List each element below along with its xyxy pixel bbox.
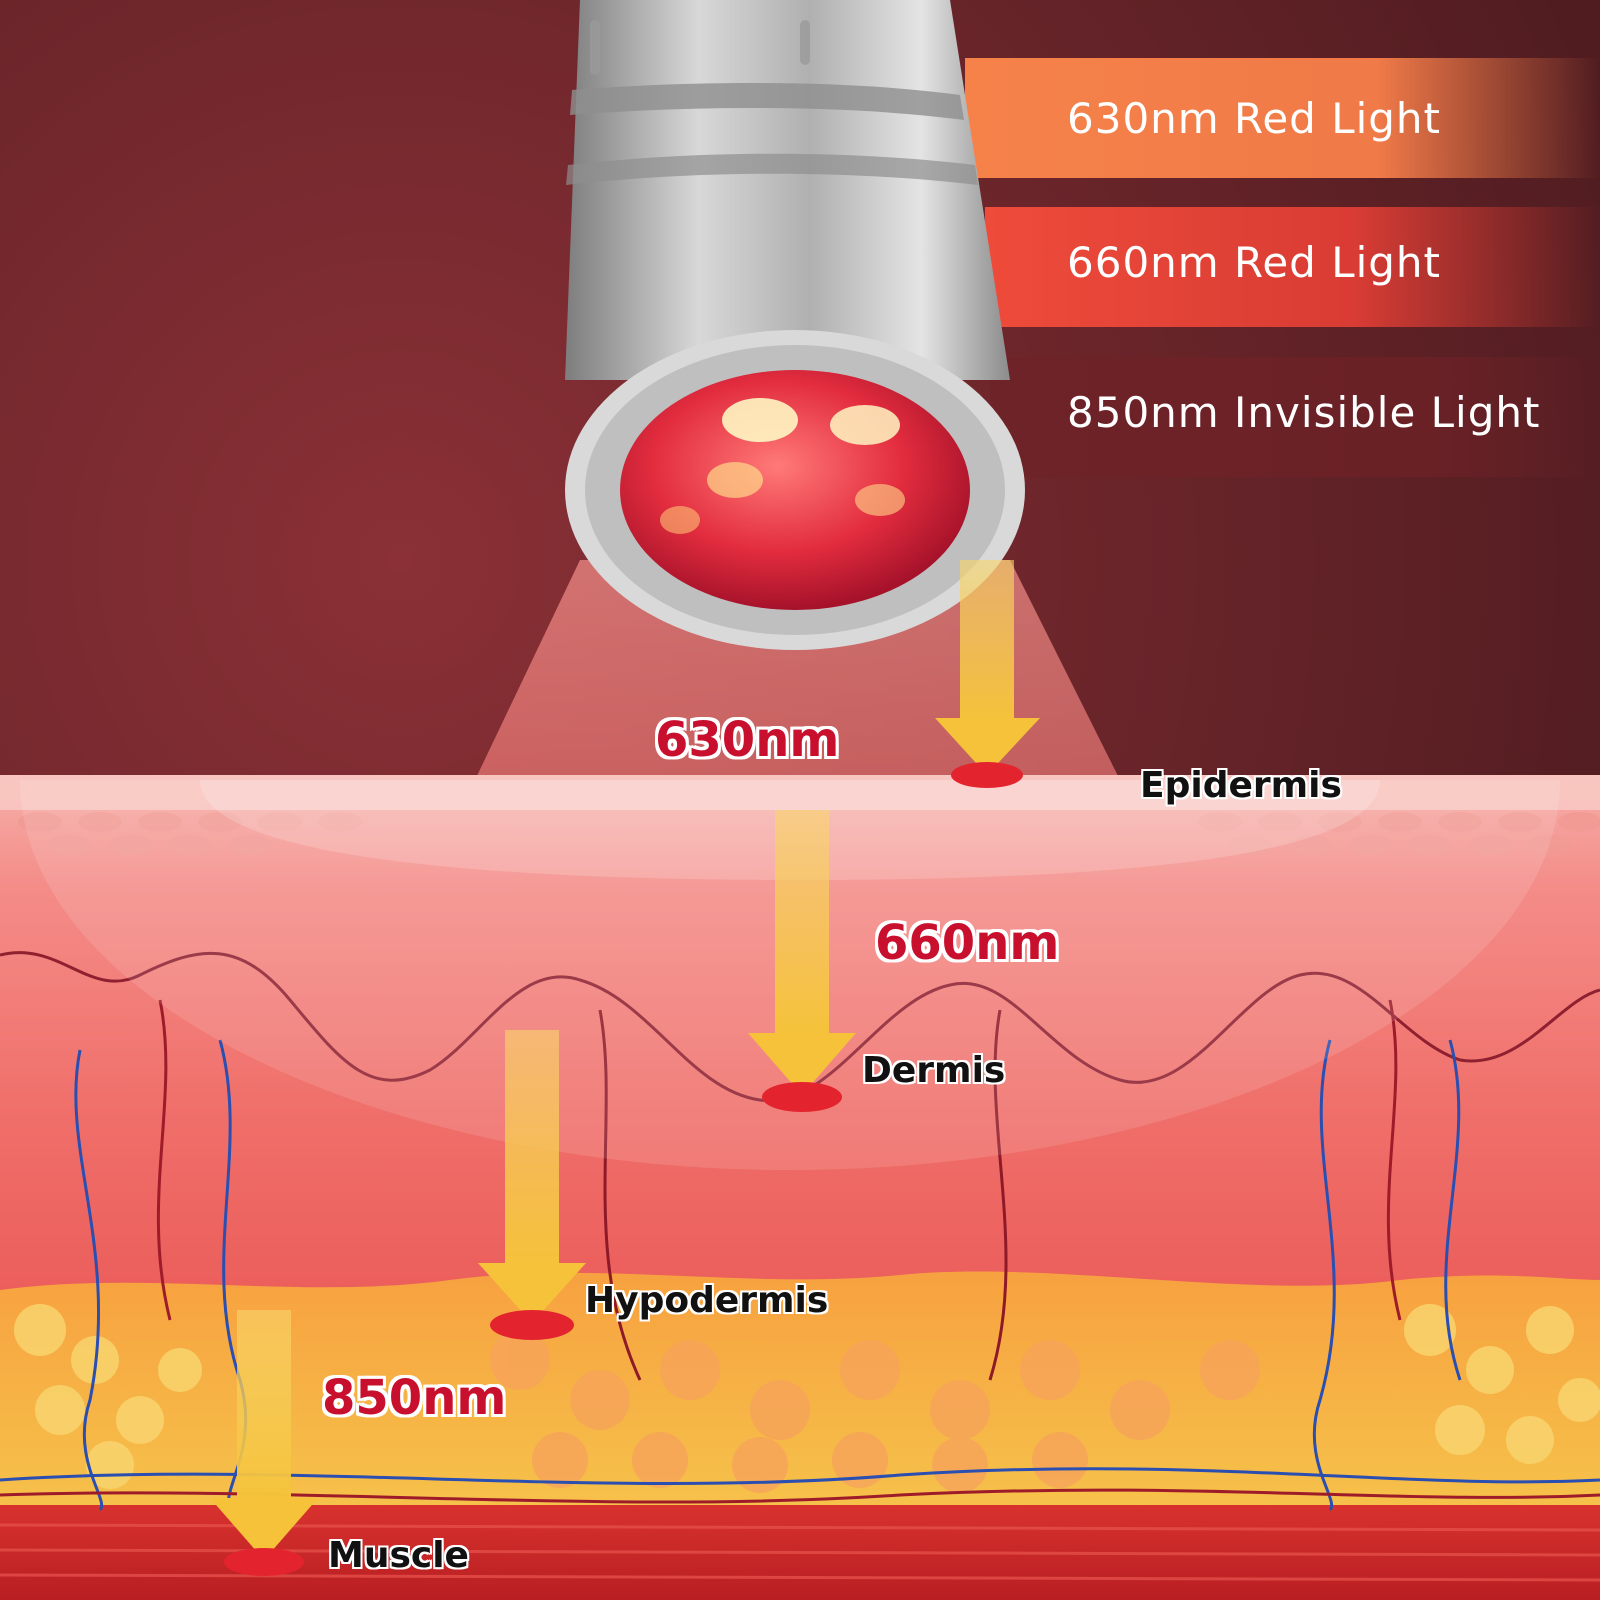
fat-cells	[14, 1304, 1600, 1489]
torch-body	[565, 0, 1010, 380]
arrow-630	[935, 560, 1040, 788]
arrows	[210, 560, 1040, 1576]
layer-label-dermis: Dermis	[862, 1050, 1006, 1091]
wavelength-label-660: 660nm	[875, 915, 1060, 971]
layer-label-muscle: Muscle	[328, 1535, 469, 1576]
layer-label-hypodermis: Hypodermis	[585, 1280, 829, 1321]
wavelength-label-850: 850nm	[322, 1370, 507, 1426]
banner-660	[985, 207, 1600, 327]
epidermis-band	[0, 775, 1600, 810]
banner-850	[990, 357, 1600, 477]
torch-device	[565, 0, 1025, 650]
fat-cells-center	[490, 1330, 1260, 1493]
arrow-hypodermis	[478, 1030, 586, 1340]
arrow-660	[748, 810, 856, 1112]
wavelength-label-630: 630nm	[655, 712, 840, 768]
banner-630	[965, 58, 1600, 178]
torch-lens	[620, 370, 970, 610]
layer-label-epidermis: Epidermis	[1140, 765, 1342, 806]
epidermis-cells	[18, 812, 1600, 855]
banner-label-850: 850nm Invisible Light	[1067, 388, 1541, 437]
arrow-850	[210, 1310, 318, 1576]
banner-label-660: 660nm Red Light	[1067, 238, 1442, 287]
banner-label-630: 630nm Red Light	[1067, 94, 1442, 143]
